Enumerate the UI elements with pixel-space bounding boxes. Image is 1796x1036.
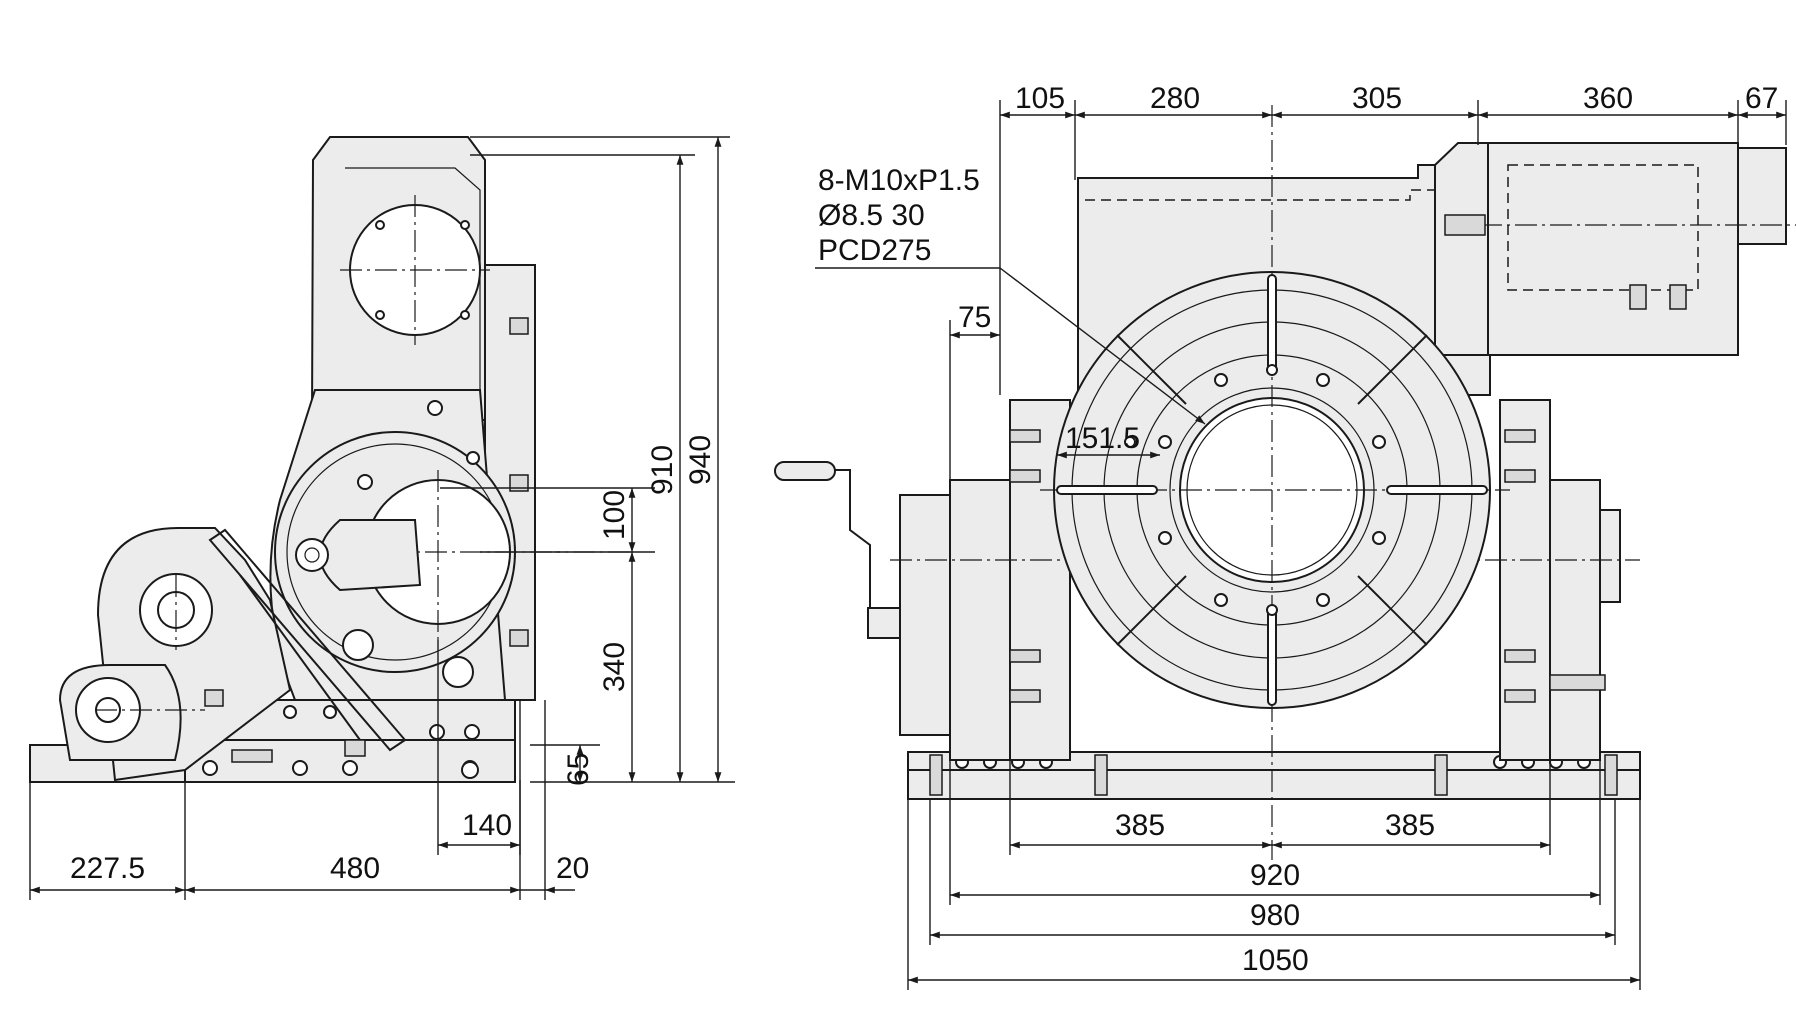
dim-360: 360 bbox=[1583, 82, 1633, 115]
dim-151-5: 151.5 bbox=[1065, 422, 1140, 455]
dim-305: 305 bbox=[1352, 82, 1402, 115]
thread-callout: 8-M10xP1.5 Ø8.5 30 PCD275 bbox=[815, 164, 1206, 425]
dim-385-right: 385 bbox=[1385, 809, 1435, 842]
dim-480: 480 bbox=[330, 852, 380, 885]
dim-227-5: 227.5 bbox=[70, 852, 145, 885]
dim-67: 67 bbox=[1745, 82, 1778, 115]
side-dimensions: 227.5 480 20 140 65 340 100 910 940 bbox=[29, 136, 735, 900]
side-tilt-body bbox=[269, 389, 630, 779]
dim-75: 75 bbox=[958, 301, 991, 334]
dim-340: 340 bbox=[598, 642, 631, 692]
dim-980: 980 bbox=[1250, 899, 1300, 932]
callout-drill: Ø8.5 30 bbox=[818, 199, 925, 232]
dim-920: 920 bbox=[1250, 859, 1300, 892]
dim-280: 280 bbox=[1150, 82, 1200, 115]
hand-crank bbox=[774, 461, 901, 639]
dim-100: 100 bbox=[598, 490, 631, 540]
front-servo-motor bbox=[1434, 142, 1796, 356]
dim-385-left: 385 bbox=[1115, 809, 1165, 842]
rotary-table bbox=[1040, 105, 1510, 860]
front-view: 8-M10xP1.5 Ø8.5 30 PCD275 105 280 305 36… bbox=[774, 82, 1796, 990]
side-motor-housing bbox=[58, 527, 407, 782]
dim-65: 65 bbox=[562, 753, 595, 786]
dim-910: 910 bbox=[646, 445, 679, 495]
front-dimensions: 105 280 305 360 67 75 151.5 385 385 920 … bbox=[907, 82, 1787, 990]
dim-940: 940 bbox=[684, 435, 717, 485]
dim-140: 140 bbox=[462, 809, 512, 842]
front-side-housings bbox=[890, 399, 1640, 761]
dim-1050: 1050 bbox=[1242, 944, 1309, 977]
dim-105: 105 bbox=[1015, 82, 1065, 115]
side-view: 227.5 480 20 140 65 340 100 910 940 bbox=[29, 136, 735, 900]
callout-thread: 8-M10xP1.5 bbox=[818, 164, 980, 197]
callout-pcd: PCD275 bbox=[818, 234, 931, 267]
dim-20: 20 bbox=[556, 852, 589, 885]
